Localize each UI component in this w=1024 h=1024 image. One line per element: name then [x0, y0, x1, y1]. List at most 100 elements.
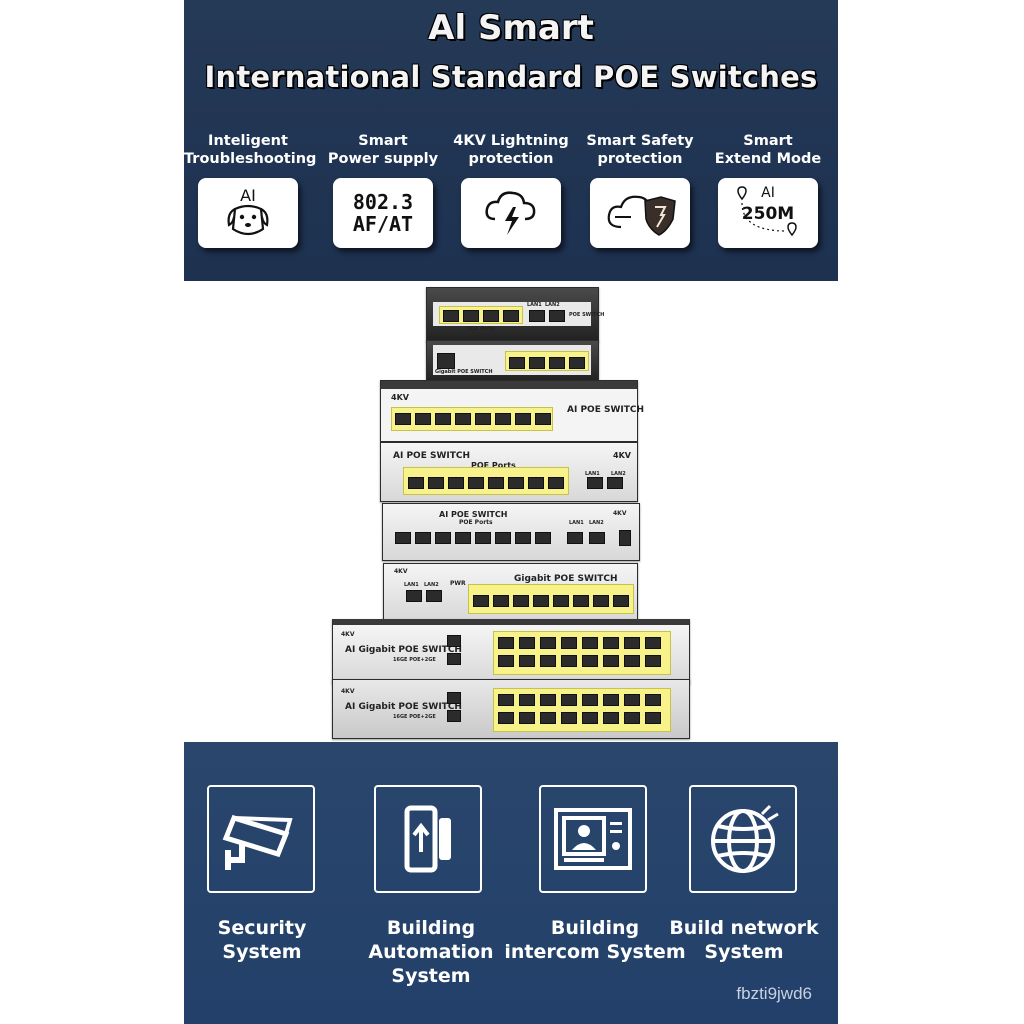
- app-label-intercom: Building intercom System: [504, 917, 686, 963]
- title-line-1: Al Smart: [428, 8, 594, 48]
- app-label-security: Security System: [217, 917, 307, 963]
- rj45-port: [540, 637, 556, 649]
- switch-label: PWR: [450, 580, 466, 587]
- rj45-port: [624, 637, 640, 649]
- globe-network-icon: [689, 785, 797, 893]
- switch-label: Gigabit POE SWITCH: [435, 369, 493, 375]
- rj45-port: [468, 477, 484, 489]
- rj45-port: [535, 413, 551, 425]
- switch-16port-b: 4KV AI Gigabit POE SWITCH 16GE POE+2GE: [332, 679, 690, 739]
- rj45-port: [582, 655, 598, 667]
- rj45-port: [603, 712, 619, 724]
- rj45-port: [408, 477, 424, 489]
- switch-8port-a: 4KV AI POE SWITCH: [380, 380, 644, 442]
- switch-label: AI Gigabit POE SWITCH: [345, 645, 462, 655]
- switch-label: LAN2: [589, 520, 604, 526]
- rj45-port: [475, 413, 491, 425]
- switch-label: 4KV: [391, 393, 409, 402]
- switch-label: LAN1: [404, 582, 419, 588]
- switch-label: AI POE SWITCH: [439, 510, 508, 519]
- feature-label: Smart Extend Mode: [714, 133, 822, 167]
- rj45-port: [561, 655, 577, 667]
- rj45-port: [540, 655, 556, 667]
- rj45-port: [561, 694, 577, 706]
- app-label-automation: Building Automation System: [368, 917, 494, 987]
- rj45-port: [540, 712, 556, 724]
- rj45-port: [493, 595, 509, 607]
- rj45-port: [533, 595, 549, 607]
- applications-panel: Security System Building Automation Syst…: [184, 742, 838, 1024]
- switch-label: AI POE SWITCH: [567, 405, 645, 415]
- rj45-port: [475, 532, 491, 544]
- switch-label: Gigabit POE SWITCH: [514, 574, 618, 584]
- switch-label: 4KV: [613, 510, 627, 517]
- rj45-port: [561, 712, 577, 724]
- rj45-port: [395, 532, 411, 544]
- rj45-port: [645, 694, 661, 706]
- rj45-port: [455, 532, 471, 544]
- rj45-port: [624, 655, 640, 667]
- security-camera-icon: [207, 785, 315, 893]
- rj45-port: [561, 637, 577, 649]
- switch-label: LAN1: [569, 520, 584, 526]
- rj45-port: [573, 595, 589, 607]
- rj45-port: [613, 595, 629, 607]
- rj45-port: [519, 637, 535, 649]
- switch-4port-sfp: Gigabit POE SWITCH: [426, 340, 599, 382]
- switch-8port-b: AI POE SWITCH POE Ports 4KV LAN1 LAN2: [380, 442, 638, 502]
- feature-label: 4KV Lightning protection: [453, 133, 569, 167]
- switch-label: 4KV: [394, 568, 408, 575]
- rj45-port: [582, 637, 598, 649]
- rj45-port: [498, 712, 514, 724]
- standard-text: 802.3 AF/AT: [352, 190, 414, 236]
- feature-label: Smart Safety protection: [586, 133, 694, 167]
- rj45-port: [495, 413, 511, 425]
- rj45-port: [582, 694, 598, 706]
- rj45-port: [624, 712, 640, 724]
- rj45-port: [603, 655, 619, 667]
- rj45-port: [645, 637, 661, 649]
- rj45-port: [448, 477, 464, 489]
- rj45-port: [582, 712, 598, 724]
- rj45-port: [515, 532, 531, 544]
- feature-extend-mode: Smart Extend Mode AI 250M: [704, 132, 832, 248]
- standard-802-3-icon: 802.3 AF/AT: [333, 178, 433, 248]
- rj45-port: [435, 413, 451, 425]
- rj45-port: [498, 655, 514, 667]
- watermark: fbzti9jwd6: [736, 984, 812, 1003]
- feature-label: Smart Power supply: [327, 133, 439, 167]
- intercom-monitor-icon: [539, 785, 647, 893]
- rj45-port: [603, 637, 619, 649]
- rj45-port: [548, 477, 564, 489]
- rj45-port: [415, 413, 431, 425]
- rj45-port: [519, 655, 535, 667]
- rj45-port: [435, 532, 451, 544]
- switch-label: POE SWITCH: [569, 312, 605, 318]
- ai-dog-icon-text: AI: [240, 186, 256, 205]
- switch-label: LAN2: [611, 471, 626, 477]
- rj45-port: [553, 595, 569, 607]
- feature-power-supply: Smart Power supply 802.3 AF/AT: [319, 132, 447, 248]
- app-label-network: Build network System: [669, 917, 819, 963]
- rj45-port: [519, 712, 535, 724]
- switch-8port-c: AI POE SWITCH POE Ports 4KV LAN1 LAN2: [382, 503, 640, 561]
- title-line-2: International Standard POE Switches: [204, 60, 818, 94]
- switch-label: LAN2: [424, 582, 439, 588]
- switch-label: 16GE POE+2GE: [393, 657, 436, 663]
- door-sensor-icon: [374, 785, 482, 893]
- cloud-lightning-icon: [461, 178, 561, 248]
- switch-label: 4KV: [613, 451, 631, 460]
- rj45-port: [515, 413, 531, 425]
- ai-250m-icon: AI 250M: [718, 178, 818, 248]
- rj45-port: [455, 413, 471, 425]
- rj45-port: [488, 477, 504, 489]
- feature-troubleshooting: Inteligent Troubleshooting AI: [184, 132, 316, 248]
- rj45-port: [535, 532, 551, 544]
- rj45-port: [495, 532, 511, 544]
- extend-ai-text: AI: [761, 185, 775, 201]
- cloud-shield-icon: [590, 178, 690, 248]
- switch-label: AI Gigabit POE SWITCH: [345, 702, 462, 712]
- rj45-port: [624, 694, 640, 706]
- switch-label: POE Ports: [471, 461, 516, 470]
- switch-label: AI POE SWITCH: [393, 451, 471, 461]
